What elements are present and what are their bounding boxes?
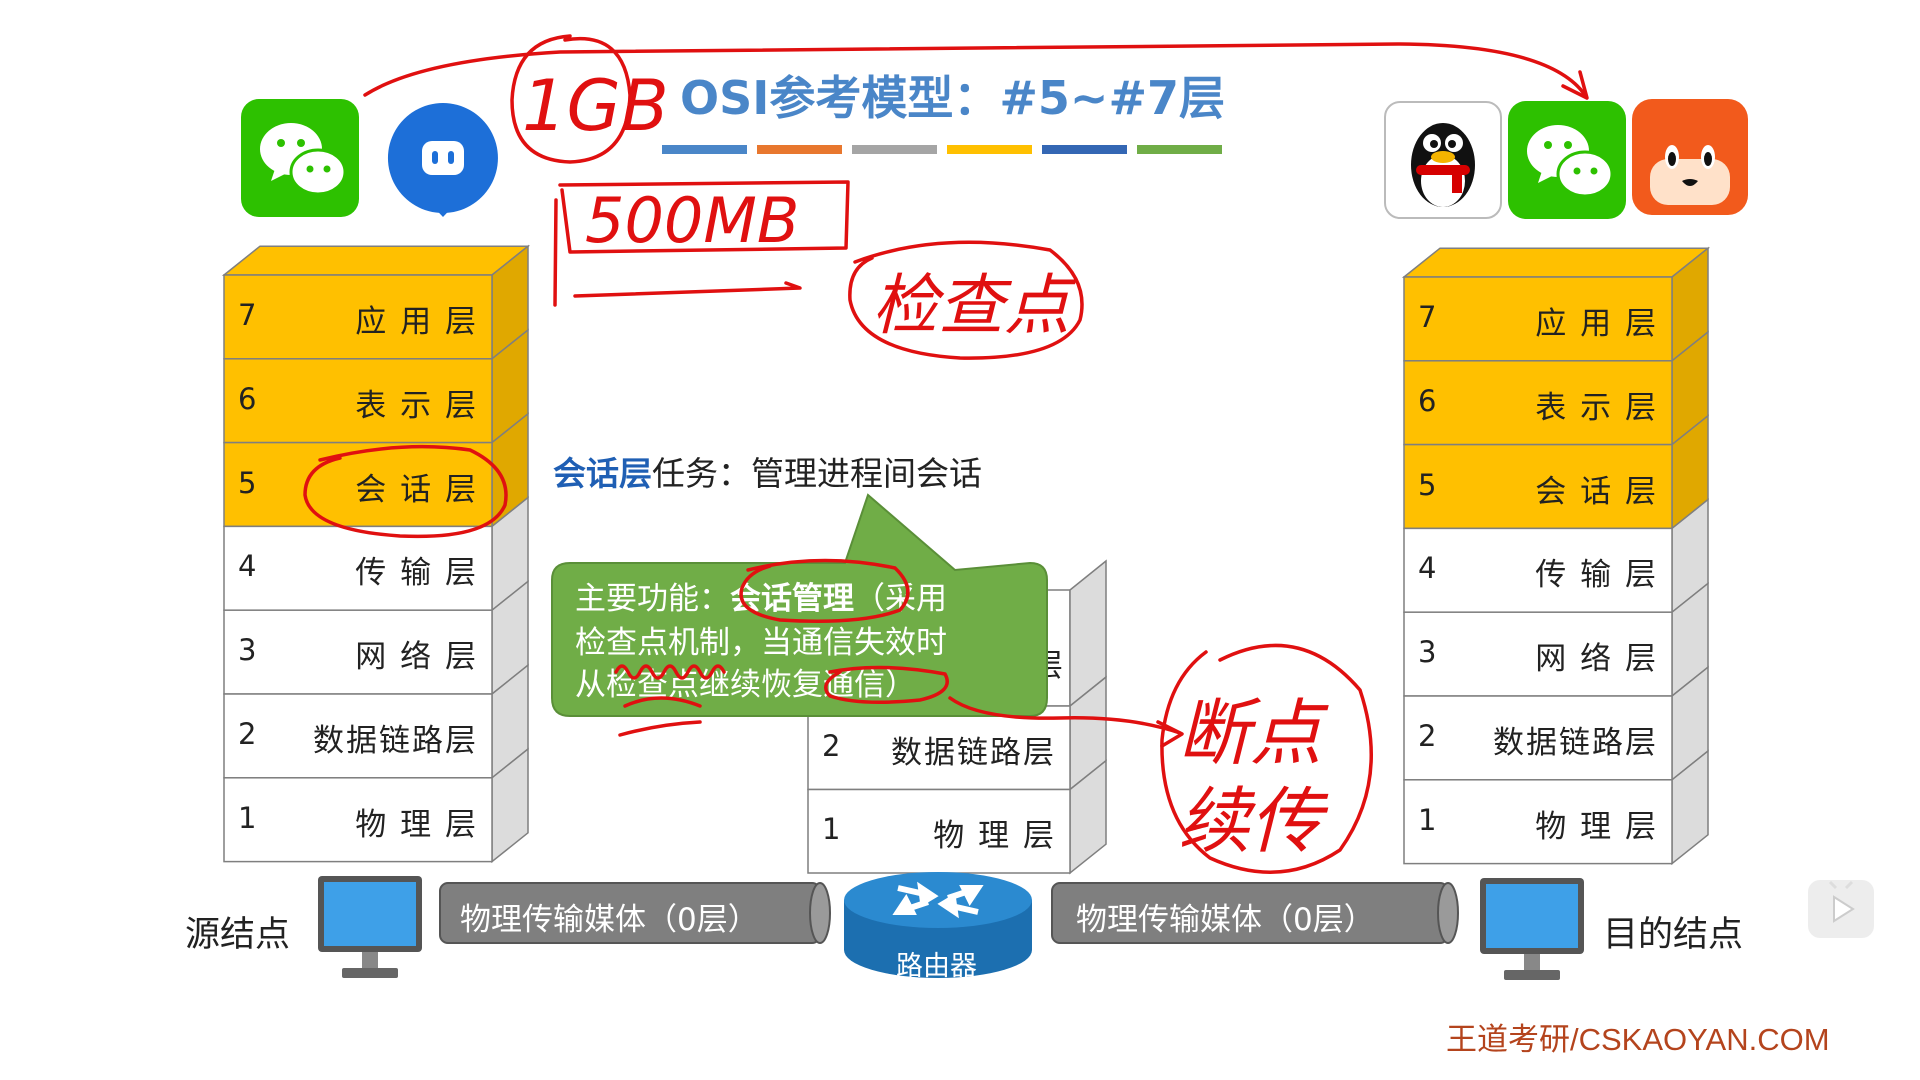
source-layer-number: 4 [238, 549, 257, 584]
router-layer-name: 物 理 层 [933, 818, 1056, 855]
source-layer-name: 数据链路层 [313, 722, 478, 759]
session-layer-keyword: 会话层 [553, 454, 652, 493]
chat-bubble-icon [384, 99, 502, 217]
dest-layer-number: 1 [1418, 802, 1437, 837]
dest-computer-icon [1478, 876, 1586, 986]
title-bar-segment [947, 145, 1032, 154]
dest-layer-number: 5 [1418, 467, 1437, 502]
router-layer-number: 2 [822, 728, 841, 763]
title-bar-segment [1137, 145, 1222, 154]
medium-left-label: 物理传输媒体（0层） [460, 902, 759, 938]
dest-layer-number: 3 [1418, 635, 1437, 670]
source-layer-name: 应 用 层 [355, 303, 478, 340]
source-node-label: 源结点 [185, 915, 291, 955]
dest-layer-name: 传 输 层 [1535, 557, 1658, 594]
source-layer-number: 1 [238, 800, 257, 835]
qq-penguin-icon [1384, 101, 1502, 219]
router-label: 路由器 [896, 951, 977, 982]
dest-layer-name: 会 话 层 [1535, 473, 1658, 510]
source-layer-number: 7 [238, 297, 257, 332]
wechat-icon [241, 99, 359, 217]
title-bar-segment [662, 145, 747, 154]
title-bar-segment [852, 145, 937, 154]
source-layer-box [223, 274, 493, 360]
source-layer-number: 6 [238, 381, 257, 416]
source-layer-name: 传 输 层 [355, 555, 478, 592]
source-layer-number: 3 [238, 633, 257, 668]
wechat-icon-right [1508, 101, 1626, 219]
source-layer-name: 网 络 层 [355, 639, 478, 676]
dest-layer-number: 7 [1418, 299, 1437, 334]
play-button[interactable] [1808, 880, 1874, 938]
router-icon [838, 866, 1038, 984]
dest-layer-name: 应 用 层 [1535, 305, 1658, 342]
dest-layer-box [1403, 779, 1673, 865]
dest-layer-number: 4 [1418, 551, 1437, 586]
dest-layer-box [1403, 360, 1673, 446]
callout-prefix: 主要功能： [575, 581, 730, 617]
dest-layer-box [1403, 695, 1673, 781]
source-layer-name: 表 示 层 [355, 387, 478, 424]
session-task-text: 会话层任务：管理进程间会话 [553, 447, 982, 495]
dest-layer-name: 物 理 层 [1535, 808, 1658, 845]
dest-layer-name: 表 示 层 [1535, 389, 1658, 426]
source-layer-number: 5 [238, 465, 257, 500]
dest-layer-name: 数据链路层 [1493, 724, 1658, 761]
session-task-description: 任务：管理进程间会话 [652, 454, 982, 493]
source-layer-number: 2 [238, 716, 257, 751]
source-layer-box [223, 693, 493, 779]
router-layer-name: 数据链路层 [891, 734, 1056, 771]
bilibili-watermark: bilibili [220, 42, 388, 98]
dest-layer-name: 网 络 层 [1535, 641, 1658, 678]
dest-layer-number: 2 [1418, 718, 1437, 753]
source-layer-box [223, 777, 493, 863]
fox-app-icon [1632, 99, 1748, 215]
medium-right-label: 物理传输媒体（0层） [1076, 902, 1375, 938]
router-layer-number: 1 [822, 812, 841, 847]
source-layer-box [223, 609, 493, 695]
dest-layer-number: 6 [1418, 383, 1437, 418]
dest-layer-box [1403, 611, 1673, 697]
dest-node-label: 目的结点 [1603, 915, 1744, 955]
play-icon [1828, 880, 1855, 923]
uploader-watermark: 王道考研 [48, 57, 193, 98]
title-bar-segment [757, 145, 842, 154]
source-layer-box [223, 358, 493, 444]
source-layer-name: 物 理 层 [355, 806, 478, 843]
source-computer-icon [316, 874, 424, 984]
dest-layer-box [1403, 443, 1673, 530]
source-layer-box [223, 525, 493, 611]
footer-brand: 王道考研/CSKAOYAN.COM [1446, 1022, 1830, 1057]
title-color-bar [662, 145, 1232, 154]
title-bar-segment [1042, 145, 1127, 154]
callout-line-2: 检查点机制，当通信失效时 [575, 625, 947, 661]
